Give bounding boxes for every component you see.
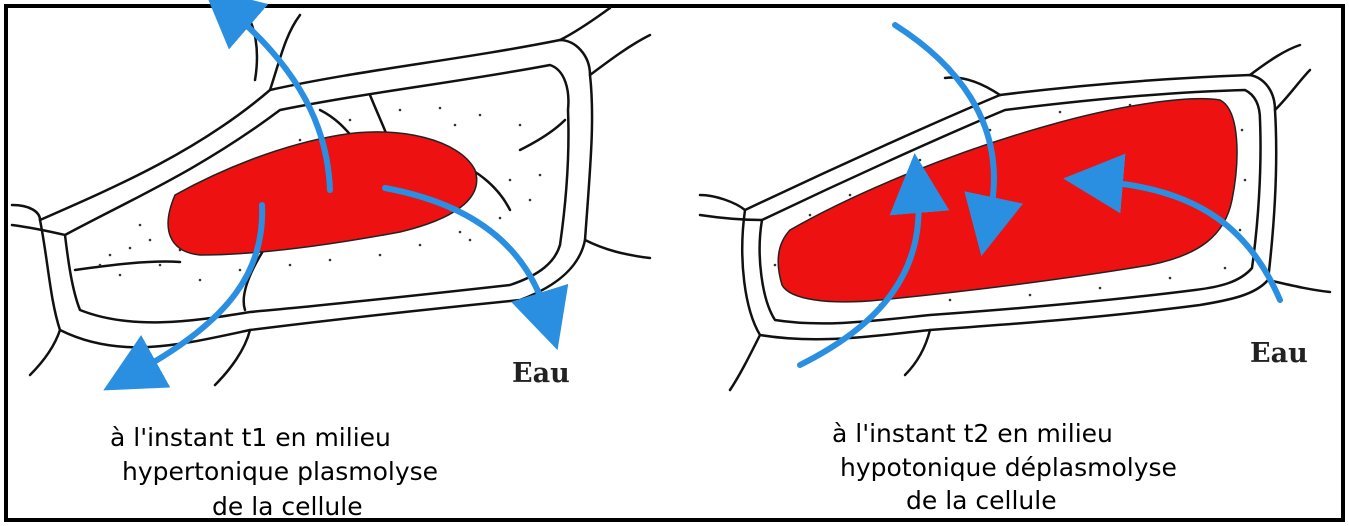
left-neighbour-wall	[215, 330, 250, 385]
right-neighbour-wall	[905, 330, 930, 375]
right-neighbour-wall	[700, 215, 762, 220]
right-neighbour-wall	[1250, 45, 1300, 75]
right-caption-line-2: hypotonique déplasmolyse	[840, 455, 1177, 480]
left-neighbour-wall	[30, 330, 60, 375]
right-cytoplasm	[778, 99, 1237, 302]
left-neighbour-wall	[12, 225, 65, 235]
right-water-label: Eau	[1250, 340, 1308, 367]
left-neighbour-wall	[12, 205, 40, 220]
left-caption-line-3: de la cellule	[212, 494, 363, 519]
left-water-label: Eau	[512, 360, 570, 387]
left-inner-partition	[75, 262, 180, 270]
left-caption-line-2: hypertonique plasmolyse	[122, 459, 438, 484]
right-neighbour-wall	[730, 335, 760, 390]
left-inner-partition	[520, 120, 565, 150]
left-neighbour-wall	[560, 8, 610, 40]
right-neighbour-wall	[945, 77, 1000, 95]
left-neighbour-wall	[585, 240, 650, 258]
left-caption-line-1: à l'instant t1 en milieu	[110, 425, 391, 450]
right-caption-line-3: de la cellule	[906, 488, 1057, 513]
right-neighbour-wall	[700, 195, 745, 210]
right-caption-line-1: à l'instant t2 en milieu	[832, 421, 1113, 446]
right-neighbour-wall	[1275, 70, 1310, 110]
left-neighbour-wall	[590, 35, 650, 75]
